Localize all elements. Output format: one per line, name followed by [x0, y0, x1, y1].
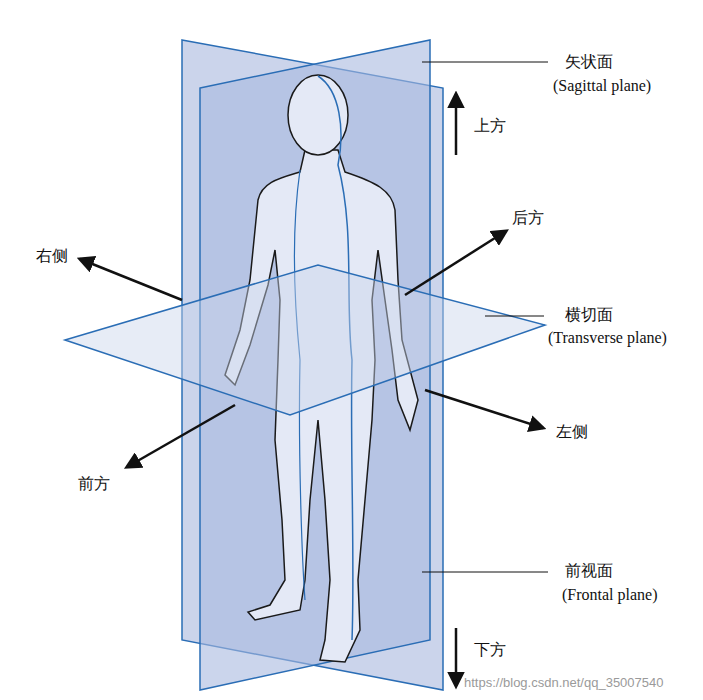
down-arrow	[455, 628, 458, 686]
leader-line	[422, 572, 548, 573]
leader-line	[485, 316, 544, 317]
direction-label: 右侧	[36, 246, 68, 266]
direction-label: 下方	[474, 640, 506, 660]
direction-label: 前方	[78, 474, 110, 494]
direction-label: 左侧	[556, 422, 588, 442]
right-arrow	[80, 259, 182, 300]
plane-name-english: (Frontal plane)	[562, 585, 658, 605]
up-arrow	[455, 94, 458, 155]
direction-label: 后方	[512, 208, 544, 228]
transverse-plane	[65, 265, 545, 415]
front-arrow	[127, 405, 235, 467]
plane-name: 横切面	[565, 305, 613, 325]
human-figure	[225, 150, 418, 662]
watermark: https://blog.csdn.net/qq_35007540	[464, 673, 664, 693]
direction-label: 上方	[474, 116, 506, 136]
back-arrow	[405, 231, 506, 295]
leader-line	[422, 62, 548, 63]
plane-name-english: (Sagittal plane)	[553, 76, 651, 96]
plane-name: 前视面	[565, 561, 613, 581]
plane-name: 矢状面	[565, 52, 613, 72]
plane-name-english: (Transverse plane)	[548, 328, 667, 348]
left-arrow	[425, 390, 543, 428]
